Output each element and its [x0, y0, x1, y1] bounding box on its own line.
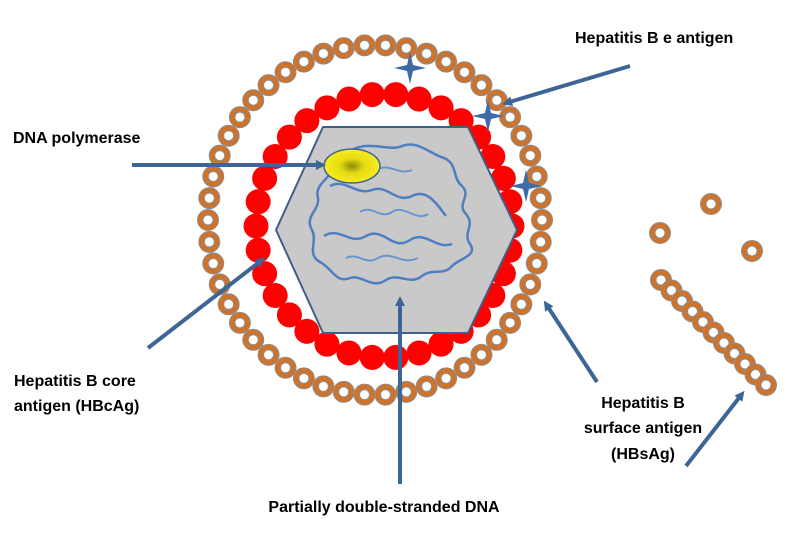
e-antigen-star-icon [510, 170, 542, 202]
core-antigen-label-line2: antigen (HBcAg) [14, 398, 139, 415]
surface-antigen-particle [415, 375, 438, 398]
surface-antigen-particle [292, 50, 315, 73]
surface-antigen-particle [525, 252, 548, 275]
core-antigen-bead [245, 237, 271, 263]
surface-antigen-particle [510, 124, 533, 147]
core-antigen-bead [336, 340, 362, 366]
core-antigen-bead [294, 318, 320, 344]
surface-antigen-particle [470, 343, 493, 366]
surface-antigen-particle [242, 328, 265, 351]
e-antigen-star-icon [472, 100, 504, 132]
free-surface-antigen-filament-unit [650, 269, 672, 291]
surface-antigen-particle [470, 74, 493, 97]
free-surface-antigen-particles [649, 193, 777, 396]
surface-antigen-particle [453, 61, 476, 84]
surface-antigen-particle [332, 380, 355, 403]
surface-antigen-particle [292, 367, 315, 390]
free-surface-antigen-filament-unit [755, 374, 777, 396]
surface-antigen-particle [374, 383, 397, 406]
surface-antigen-particle [353, 383, 376, 406]
surface-antigen-particle [312, 375, 335, 398]
core-antigen-bead [480, 144, 506, 170]
surface-antigen-particle [332, 37, 355, 60]
surface-antigen-particle [353, 34, 376, 57]
surface-antigen-particle [485, 328, 508, 351]
surface-antigen-arrow [543, 300, 599, 384]
core-antigen-bead [383, 82, 409, 108]
core-antigen-bead [262, 282, 288, 308]
surface-antigen-particle [519, 144, 542, 167]
core-antigen-bead [262, 144, 288, 170]
surface-antigen-particle [531, 209, 553, 231]
core-antigen-label-line1: Hepatitis B core [14, 373, 136, 390]
surface-antigen-particle [499, 106, 522, 129]
surface-antigen-particle [529, 230, 552, 253]
core-antigen-bead [276, 302, 302, 328]
core-antigen-bead [490, 165, 516, 191]
dna-polymerase-label: DNA polymerase [13, 130, 141, 147]
core-antigen-bead [359, 82, 385, 108]
surface-antigen-particle [415, 42, 438, 65]
surface-antigen-particle [257, 74, 280, 97]
free-surface-antigen-sphere [649, 222, 671, 244]
surface-antigen-particle [274, 356, 297, 379]
surface-antigen-particle [257, 343, 280, 366]
surface-antigen-particle [312, 42, 335, 65]
surface-antigen-particle [485, 89, 508, 112]
core-antigen-bead [428, 331, 454, 357]
surface-antigen-particle [202, 165, 225, 188]
core-antigen-bead [383, 344, 409, 370]
core-antigen-bead [428, 95, 454, 121]
surface-antigen-particle [274, 61, 297, 84]
dna-label: Partially double-stranded DNA [268, 499, 500, 516]
surface-antigen-particle [374, 34, 397, 57]
surface-antigen-particle [197, 209, 219, 231]
e-antigen-label: Hepatitis B e antigen [575, 30, 733, 47]
surface-antigen-label-line2: surface antigen [584, 420, 702, 437]
core-antigen-bead [245, 189, 271, 215]
surface-antigen-particle [395, 37, 418, 60]
surface-antigen-particle [435, 50, 458, 73]
surface-antigen-particle [202, 252, 225, 275]
e-antigen-star-icon [394, 52, 426, 84]
e-antigen-arrow [502, 64, 631, 107]
surface-antigen-particle [499, 311, 522, 334]
surface-antigen-particle [198, 230, 221, 253]
free-surface-antigen-sphere [741, 240, 763, 262]
surface-antigen-particle [228, 106, 251, 129]
core-antigen-bead [314, 95, 340, 121]
core-antigen-bead [276, 124, 302, 150]
core-antigen-bead [294, 108, 320, 134]
surface-antigen-particle [242, 89, 265, 112]
label-arrows [132, 64, 745, 484]
surface-antigen-particle [529, 187, 552, 210]
surface-antigen-particle [519, 273, 542, 296]
surface-antigen-particle [435, 367, 458, 390]
surface-antigen-particle [228, 311, 251, 334]
core-antigen-bead [314, 331, 340, 357]
core-antigen-bead [336, 86, 362, 112]
core-antigen-bead [406, 86, 432, 112]
e-antigen-stars [394, 52, 542, 202]
surface-antigen-particle [217, 293, 240, 316]
core-antigen-arrow [146, 257, 266, 350]
surface-antigen-label-line3: (HBsAg) [611, 446, 675, 463]
surface-antigen-particle [453, 356, 476, 379]
surface-antigen-particle [217, 124, 240, 147]
core-antigen-bead [252, 165, 278, 191]
core-antigen-bead [359, 344, 385, 370]
dna-polymerase-blob [323, 148, 381, 184]
surface-antigen-label-line1: Hepatitis B [601, 395, 685, 412]
dna-strand [308, 143, 474, 285]
surface-antigen-particle [198, 187, 221, 210]
free-surface-antigen-arrow [684, 390, 745, 468]
core-antigen-bead [243, 213, 269, 239]
core-antigen-bead [406, 340, 432, 366]
free-surface-antigen-sphere [700, 193, 722, 215]
surface-antigen-outer-ring [197, 34, 553, 406]
surface-antigen-particle [208, 144, 231, 167]
surface-antigen-particle [510, 293, 533, 316]
core-antigen-ring [243, 82, 525, 370]
